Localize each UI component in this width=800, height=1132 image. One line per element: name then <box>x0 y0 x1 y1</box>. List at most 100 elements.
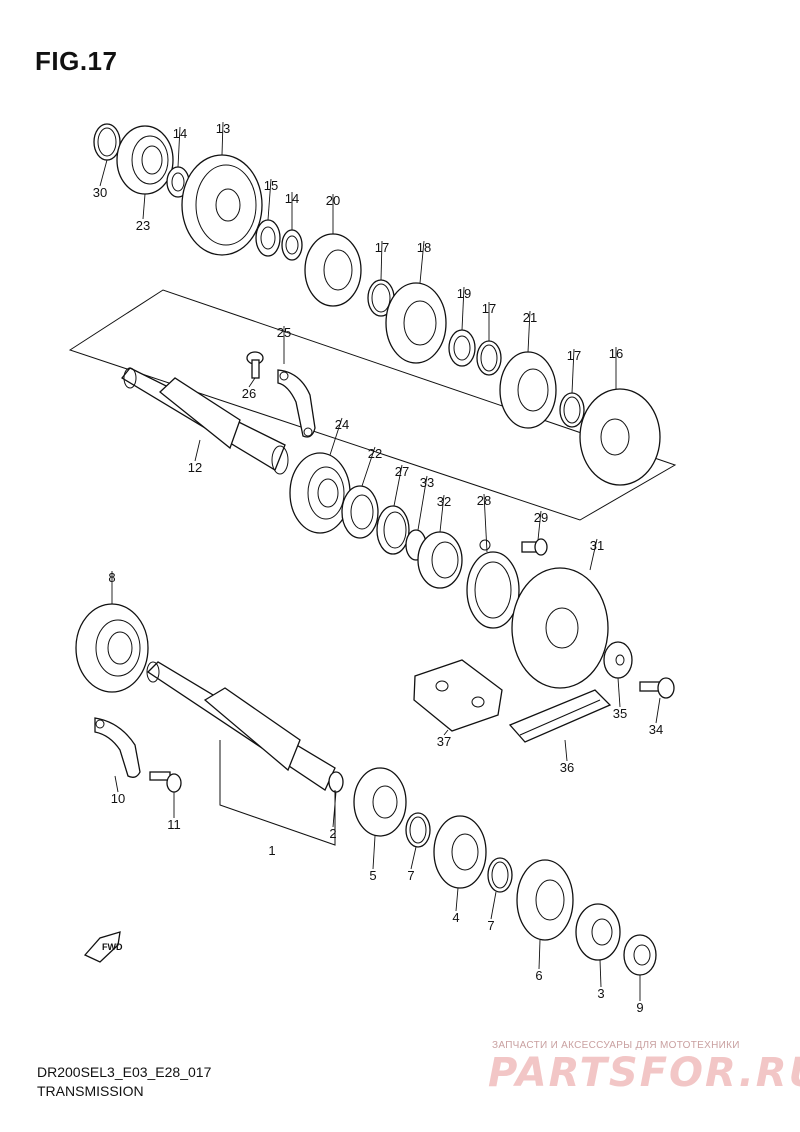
leader-p34 <box>655 697 661 724</box>
leader-p27 <box>393 464 403 507</box>
callout-p8: 8 <box>108 570 115 585</box>
callout-p19: 19 <box>457 286 471 301</box>
callout-p9: 9 <box>636 1000 643 1015</box>
leader-p14a <box>177 126 181 168</box>
callout-p4: 4 <box>452 910 459 925</box>
leader-p21 <box>527 310 531 353</box>
leader-p32 <box>439 494 445 533</box>
drive-chain-36 <box>508 689 612 743</box>
callout-p12: 12 <box>188 460 202 475</box>
gear-5 <box>353 767 407 837</box>
leader-p37 <box>443 729 449 736</box>
callout-p15: 15 <box>264 178 278 193</box>
leader-p13 <box>221 121 224 156</box>
callout-p18: 18 <box>417 240 431 255</box>
washer-14b <box>281 229 303 261</box>
callout-p14b: 14 <box>285 191 299 206</box>
callout-p6: 6 <box>535 968 542 983</box>
callout-p26: 26 <box>242 386 256 401</box>
leader-p17c <box>571 348 575 394</box>
callout-p34: 34 <box>649 722 663 737</box>
countershaft-group-frame <box>68 289 677 521</box>
gear-21 <box>499 351 557 429</box>
leader-p28 <box>483 493 488 553</box>
leader-p6 <box>538 939 541 970</box>
gear-18 <box>385 282 447 364</box>
bolt-34 <box>639 677 675 699</box>
o-ring-27 <box>376 505 410 555</box>
gear-3 <box>575 903 621 961</box>
callout-p36: 36 <box>560 760 574 775</box>
callout-p21: 21 <box>523 310 537 325</box>
leader-p4 <box>455 887 459 912</box>
spacer-32 <box>417 531 463 589</box>
needle-bearing-2 <box>328 771 344 793</box>
callout-p30: 30 <box>93 185 107 200</box>
callout-p29: 29 <box>534 510 548 525</box>
leader-p7b <box>490 891 497 920</box>
leader-p33 <box>417 475 428 531</box>
washer-19 <box>448 329 476 367</box>
section-name: TRANSMISSION <box>37 1083 144 1099</box>
bearing-24 <box>289 452 351 534</box>
bearing-retainer-10 <box>94 717 141 778</box>
callout-p33: 33 <box>420 475 434 490</box>
callout-p22: 22 <box>368 446 382 461</box>
leader-p29 <box>537 510 542 541</box>
gear-20 <box>304 233 362 307</box>
leader-p22 <box>361 446 376 487</box>
gear-13 <box>181 154 263 256</box>
callout-p1: 1 <box>268 843 275 858</box>
callout-p37: 37 <box>437 734 451 749</box>
callout-p20: 20 <box>326 193 340 208</box>
circlip-7a <box>405 812 431 848</box>
callout-p23: 23 <box>136 218 150 233</box>
leader-p15 <box>267 178 272 221</box>
circlip-17c <box>559 392 585 428</box>
circlip-17b <box>476 340 502 376</box>
callout-p13: 13 <box>216 121 230 136</box>
callout-p32: 32 <box>437 494 451 509</box>
fwd-label: FWD <box>102 942 123 952</box>
bracket-1 <box>219 740 336 846</box>
leader-lines <box>99 121 661 1001</box>
leader-p7a <box>410 846 417 870</box>
bearing-8 <box>75 603 149 693</box>
engine-sprocket-31 <box>511 567 609 689</box>
callout-p28: 28 <box>477 493 491 508</box>
needle-bearing-15 <box>255 219 281 257</box>
chain-joint-37 <box>413 659 503 732</box>
leader-p24 <box>329 417 343 456</box>
callout-p7a: 7 <box>407 868 414 883</box>
callout-p16: 16 <box>609 346 623 361</box>
watermark-logo: PARTSFOR.RU <box>488 1050 800 1096</box>
circlip-30 <box>93 123 121 161</box>
bolt-26 <box>246 351 264 379</box>
callout-p3: 3 <box>597 986 604 1001</box>
sprocket-cover-plate-28 <box>466 539 520 629</box>
leader-p10 <box>114 775 119 793</box>
leader-p23 <box>142 193 146 220</box>
leader-p5 <box>372 835 376 870</box>
bearing-9 <box>623 934 657 976</box>
gear-16 <box>579 388 661 486</box>
leader-p3 <box>599 959 602 988</box>
callout-p27: 27 <box>395 464 409 479</box>
callout-p7b: 7 <box>487 918 494 933</box>
callout-p31: 31 <box>590 538 604 553</box>
gear-6 <box>516 859 574 941</box>
bearing-retainer-25 <box>277 369 316 438</box>
forward-direction-arrow: FWD <box>83 931 123 963</box>
callout-p17a: 17 <box>375 240 389 255</box>
circlip-7b <box>487 857 513 893</box>
bolt-29 <box>521 538 548 556</box>
callout-p35: 35 <box>613 706 627 721</box>
washer-35 <box>603 641 633 679</box>
callout-p11: 11 <box>167 817 181 832</box>
callout-p17b: 17 <box>482 301 496 316</box>
screw-11 <box>149 771 182 793</box>
callout-p25: 25 <box>277 325 291 340</box>
callout-p5: 5 <box>369 868 376 883</box>
